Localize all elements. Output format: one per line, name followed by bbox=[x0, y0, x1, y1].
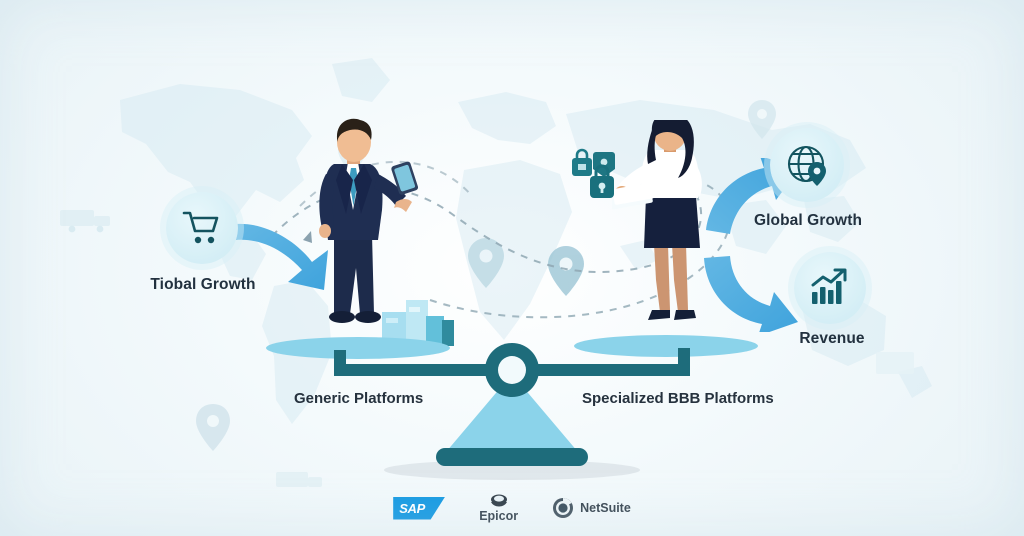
left-pan-label: Generic Platforms bbox=[294, 390, 424, 407]
cargo-boxes bbox=[382, 300, 454, 346]
scale-pedestal bbox=[446, 374, 578, 452]
epicor-logo-mark bbox=[490, 494, 507, 507]
netsuite-logo-text: NetSuite bbox=[580, 501, 631, 515]
sap-logo-mark: SAP bbox=[393, 496, 446, 520]
right-pan bbox=[574, 335, 758, 357]
globe-location-icon bbox=[787, 145, 826, 186]
node-tiobal-growth[interactable] bbox=[166, 192, 238, 264]
netsuite-logo-mark bbox=[553, 498, 574, 518]
sap-logo-text: SAP bbox=[399, 500, 426, 516]
truck-icon bbox=[60, 210, 110, 233]
left-pan bbox=[266, 337, 450, 359]
dashed-route-small bbox=[299, 160, 473, 207]
node-global-growth[interactable] bbox=[770, 128, 844, 202]
partner-logos: SAP Epicor NetSuite bbox=[0, 488, 1024, 528]
map-pin-icon bbox=[548, 246, 584, 296]
epicor-logo-text: Epicor bbox=[479, 508, 519, 523]
node-label-tiobal-growth: Tiobal Growth bbox=[150, 276, 256, 293]
scale-beam bbox=[334, 348, 690, 376]
floating-security-icons bbox=[572, 148, 615, 198]
secure-tag-icon bbox=[572, 148, 592, 176]
map-pin-icon bbox=[468, 238, 504, 288]
location-pin-icon bbox=[808, 162, 826, 186]
logo-netsuite[interactable]: NetSuite bbox=[552, 497, 631, 519]
shield-icon bbox=[593, 152, 615, 177]
node-label-global-growth: Global Growth bbox=[753, 212, 863, 229]
node-revenue[interactable] bbox=[794, 252, 866, 324]
logo-sap[interactable]: SAP bbox=[393, 496, 446, 520]
dashed-route-arrowhead bbox=[303, 231, 312, 243]
scale-base bbox=[436, 448, 588, 466]
node-label-revenue: Revenue bbox=[799, 330, 865, 347]
growth-chart-icon bbox=[811, 268, 847, 304]
map-pin-icon bbox=[748, 100, 776, 139]
balance-scale bbox=[266, 335, 758, 480]
shopping-cart-icon bbox=[182, 211, 219, 244]
right-pan-label: Specialized BBB Platforms bbox=[582, 390, 774, 407]
arrow-left-in bbox=[236, 223, 328, 290]
map-pin-icon bbox=[196, 404, 230, 451]
container-icon bbox=[876, 352, 914, 374]
logo-epicor[interactable]: Epicor bbox=[479, 494, 518, 523]
figure-businesswoman bbox=[612, 120, 702, 320]
arrow-down-right bbox=[704, 256, 798, 332]
truck-icon bbox=[276, 472, 322, 487]
figure-businessman bbox=[319, 118, 419, 323]
lock-badge-icon bbox=[590, 164, 614, 198]
